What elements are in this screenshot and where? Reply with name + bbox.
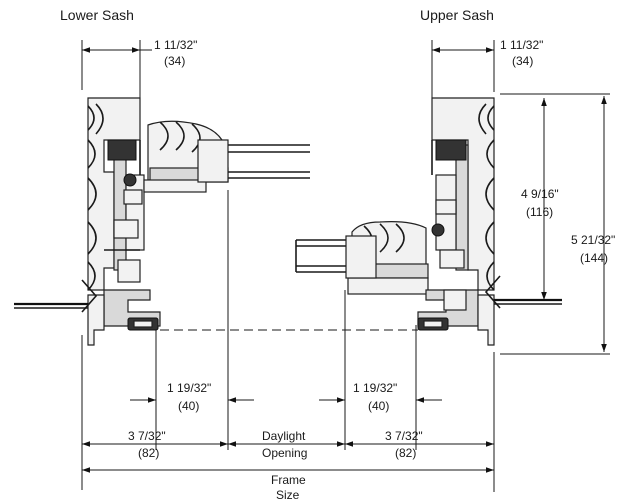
dim-lower-frame-metric: (82) (138, 446, 159, 460)
dim-daylight-line2: Opening (262, 446, 307, 460)
dim-upper-inner-height-metric: (116) (526, 205, 553, 219)
dim-upper-sightline-imperial: 1 19/32" (353, 381, 397, 395)
dim-upper-top-metric: (34) (512, 54, 533, 68)
dimension-lines (82, 47, 607, 473)
dim-lower-top-imperial: 1 11/32" (154, 38, 197, 52)
dim-lower-sightline-metric: (40) (178, 399, 199, 413)
dimension-labels: 1 11/32" (34) 1 11/32" (34) 4 9/16" (116… (128, 38, 615, 502)
dim-upper-inner-height-imperial: 4 9/16" (521, 187, 559, 201)
dim-upper-sightline-metric: (40) (368, 399, 389, 413)
upper-sash-section (295, 97, 562, 346)
dim-lower-sightline-imperial: 1 19/32" (167, 381, 211, 395)
lower-sash-title: Lower Sash (60, 7, 134, 23)
dim-upper-frame-metric: (82) (395, 446, 416, 460)
dim-lower-frame-imperial: 3 7/32" (128, 429, 166, 443)
dim-frame-size-line1: Frame (271, 473, 306, 487)
lower-sash-section (14, 97, 310, 346)
dim-upper-frame-imperial: 3 7/32" (385, 429, 423, 443)
dim-frame-size-line2: Size (276, 488, 300, 502)
dim-lower-top-metric: (34) (164, 54, 185, 68)
dim-upper-outer-height-imperial: 5 21/32" (571, 233, 615, 247)
upper-sash-title: Upper Sash (420, 7, 494, 23)
dim-daylight-line1: Daylight (262, 429, 306, 443)
dim-upper-top-imperial: 1 11/32" (500, 38, 543, 52)
dim-upper-outer-height-metric: (144) (580, 251, 608, 265)
